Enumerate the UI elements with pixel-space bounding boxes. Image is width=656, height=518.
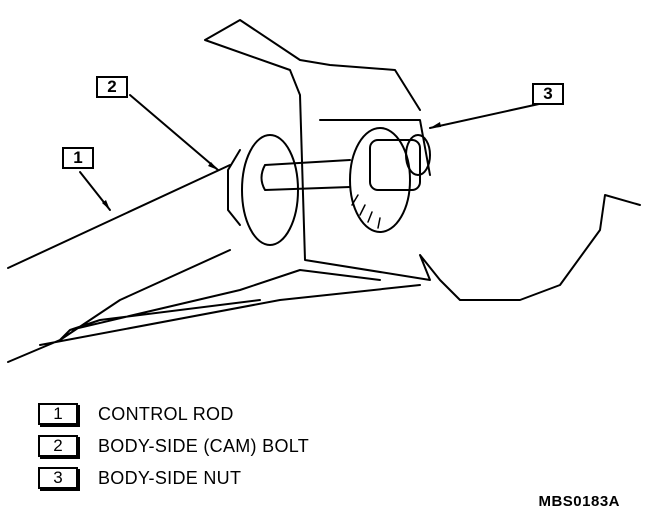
legend: 1 CONTROL ROD 2 BODY-SIDE (CAM) BOLT 3 B… (38, 398, 309, 494)
callout-2: 2 (96, 76, 128, 98)
legend-item: 3 BODY-SIDE NUT (38, 462, 309, 494)
legend-item: 1 CONTROL ROD (38, 398, 309, 430)
legend-number: 2 (38, 435, 78, 457)
nut (369, 139, 421, 191)
leader-3 (429, 101, 549, 129)
callout-3: 3 (532, 83, 564, 105)
legend-label: BODY-SIDE NUT (98, 467, 242, 488)
bolt-shaft (260, 159, 351, 191)
leader-2 (129, 94, 219, 171)
legend-label: CONTROL ROD (98, 403, 234, 424)
cam-washer (241, 134, 299, 246)
body-bracket (204, 19, 641, 301)
figure-code: MBS0183A (538, 493, 620, 510)
legend-number: 1 (38, 403, 78, 425)
legend-item: 2 BODY-SIDE (CAM) BOLT (38, 430, 309, 462)
legend-label: BODY-SIDE (CAM) BOLT (98, 435, 310, 456)
legend-number: 3 (38, 467, 78, 489)
callout-1: 1 (62, 147, 94, 169)
serrated-washer (349, 127, 411, 233)
control-rod (7, 164, 421, 363)
